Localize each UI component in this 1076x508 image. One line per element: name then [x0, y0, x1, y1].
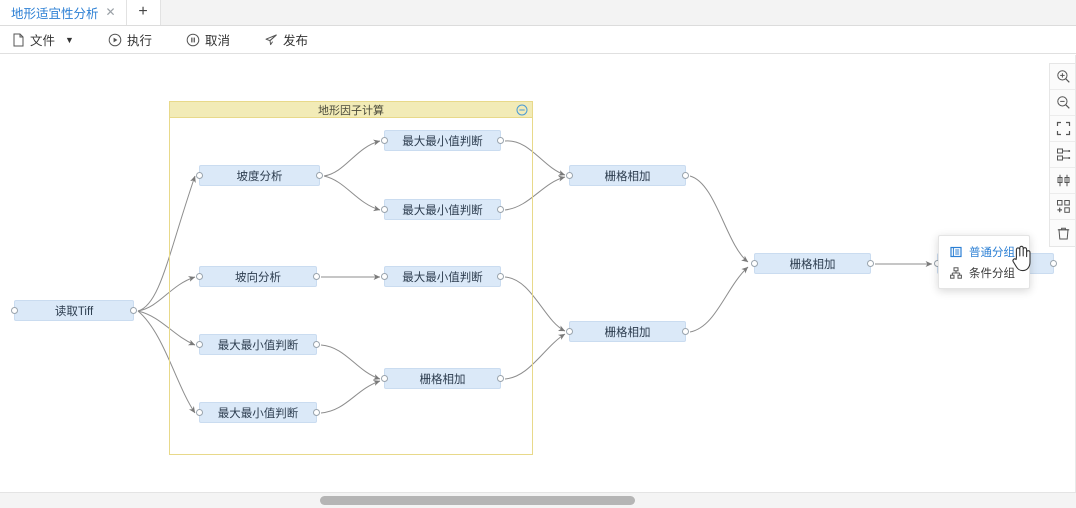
- workflow-node[interactable]: 最大最小值判断: [381, 130, 504, 151]
- close-icon[interactable]: ✕: [105, 5, 116, 19]
- file-icon: [12, 33, 25, 47]
- workflow-node[interactable]: 栅格相加: [566, 321, 689, 342]
- condition-group-icon: [949, 266, 962, 279]
- node-output-port[interactable]: [313, 340, 320, 348]
- node-input-port[interactable]: [751, 259, 758, 267]
- node-input-port[interactable]: [381, 272, 388, 280]
- horizontal-scrollbar[interactable]: [0, 492, 1076, 508]
- node-output-port[interactable]: [316, 171, 323, 179]
- workflow-node[interactable]: 读取Tiff: [11, 300, 137, 321]
- chevron-down-icon[interactable]: ▼: [65, 34, 74, 45]
- node-label: 栅格相加: [789, 258, 836, 271]
- normal-group-icon: [949, 245, 962, 258]
- node-label: 栅格相加: [419, 373, 466, 386]
- scrollbar-thumb[interactable]: [320, 496, 635, 505]
- node-output-port[interactable]: [497, 136, 504, 144]
- fit-screen-icon[interactable]: [1050, 116, 1076, 142]
- minus-circle-icon[interactable]: [515, 103, 528, 116]
- workflow-node[interactable]: 最大最小值判断: [196, 334, 320, 355]
- node-output-port[interactable]: [682, 171, 689, 179]
- cancel-button[interactable]: 取消: [184, 28, 240, 52]
- node-input-port[interactable]: [196, 340, 203, 348]
- file-menu-label: 文件: [30, 34, 56, 48]
- workflow-node[interactable]: 栅格相加: [751, 253, 874, 274]
- node-label: 最大最小值判断: [402, 204, 483, 217]
- tab-bar: 地形适宜性分析 ✕ +: [0, 0, 1076, 26]
- delete-icon[interactable]: [1050, 220, 1076, 246]
- node-input-port[interactable]: [381, 136, 388, 144]
- node-label: 栅格相加: [604, 326, 651, 339]
- node-label: 坡向分析: [235, 271, 281, 284]
- run-button[interactable]: 执行: [106, 28, 162, 52]
- node-output-port[interactable]: [1050, 259, 1057, 267]
- node-input-port[interactable]: [196, 408, 203, 416]
- tab-label: 地形适宜性分析: [11, 6, 99, 21]
- align-vertical-icon[interactable]: [1050, 168, 1076, 194]
- main-toolbar: 文件 ▼ 执行 取消: [0, 26, 1076, 54]
- tab-terrain-suitability-analysis[interactable]: 地形适宜性分析 ✕: [0, 0, 127, 25]
- canvas-tools-panel: [1049, 63, 1076, 247]
- group-header: 地形因子计算: [170, 102, 532, 118]
- cancel-label: 取消: [204, 34, 230, 48]
- node-label: 最大最小值判断: [217, 339, 299, 352]
- workflow-node[interactable]: 最大最小值判断: [381, 266, 504, 287]
- node-input-port[interactable]: [381, 374, 388, 382]
- workflow-node[interactable]: 坡度分析: [196, 165, 323, 186]
- node-label: 最大最小值判断: [217, 407, 299, 420]
- group-title: 地形因子计算: [318, 104, 384, 117]
- run-label: 执行: [126, 34, 152, 48]
- node-input-port[interactable]: [381, 205, 388, 213]
- node-output-port[interactable]: [497, 374, 504, 382]
- node-output-port[interactable]: [130, 306, 137, 314]
- add-group-icon[interactable]: [1050, 194, 1076, 220]
- workflow-node[interactable]: 栅格相加: [566, 165, 689, 186]
- node-label: 读取Tiff: [54, 305, 94, 318]
- play-circle-icon: [108, 33, 122, 47]
- menu-item-condition-group[interactable]: 条件分组: [939, 262, 1029, 283]
- workflow-node[interactable]: 最大最小值判断: [381, 199, 504, 220]
- node-output-port[interactable]: [497, 272, 504, 280]
- node-label: 栅格相加: [604, 170, 651, 183]
- node-label: 最大最小值判断: [402, 271, 483, 284]
- workflow-node[interactable]: 最大最小值判断: [196, 402, 320, 423]
- publish-button[interactable]: 发布: [262, 28, 318, 52]
- workflow-node[interactable]: 栅格相加: [381, 368, 504, 389]
- publish-label: 发布: [282, 34, 308, 48]
- node-input-port[interactable]: [566, 171, 573, 179]
- edge-layer: [137, 139, 933, 414]
- node-label: 坡度分析: [236, 170, 283, 183]
- node-output-port[interactable]: [867, 259, 874, 267]
- node-output-port[interactable]: [313, 272, 320, 280]
- menu-item-normal-group[interactable]: 普通分组: [939, 241, 1029, 262]
- node-output-port[interactable]: [682, 327, 689, 335]
- menu-item-label: 条件分组: [969, 267, 1015, 280]
- group-context-menu: 普通分组 条件分组: [938, 235, 1030, 289]
- group-terrain-factor-calculation[interactable]: 地形因子计算: [169, 101, 533, 455]
- zoom-in-icon[interactable]: [1050, 64, 1076, 90]
- node-output-port[interactable]: [497, 205, 504, 213]
- node-label: 最大最小值判断: [402, 135, 483, 148]
- file-menu-button[interactable]: 文件 ▼: [10, 28, 84, 52]
- workflow-node[interactable]: 坡向分析: [196, 266, 320, 287]
- align-horizontal-icon[interactable]: [1050, 142, 1076, 168]
- node-input-port[interactable]: [566, 327, 573, 335]
- node-input-port[interactable]: [11, 306, 18, 314]
- node-input-port[interactable]: [196, 171, 203, 179]
- send-icon: [264, 33, 278, 47]
- menu-item-label: 普通分组: [969, 246, 1015, 259]
- new-tab-button[interactable]: +: [126, 0, 161, 25]
- node-input-port[interactable]: [196, 272, 203, 280]
- zoom-out-icon[interactable]: [1050, 90, 1076, 116]
- node-output-port[interactable]: [313, 408, 320, 416]
- pause-circle-icon: [186, 33, 200, 47]
